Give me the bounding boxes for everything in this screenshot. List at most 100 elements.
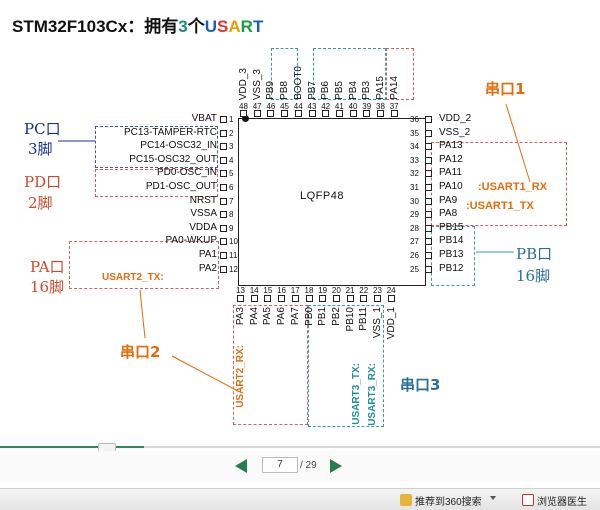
right-pin-label: PB13 xyxy=(439,249,464,260)
left-pin-label: VDDA xyxy=(189,221,217,233)
left-pin-number: 8 xyxy=(229,210,234,220)
top-pin-box xyxy=(308,110,316,117)
left-pin-number: 10 xyxy=(229,237,238,247)
usart2-rx-label: USART2_RX: xyxy=(235,345,246,408)
top-pin-box xyxy=(267,110,275,117)
left-pin-box xyxy=(220,184,227,191)
top-pin-label: PB7 xyxy=(306,81,318,100)
bottom-pin-box xyxy=(332,295,340,302)
left-pin-number: 7 xyxy=(229,196,234,206)
top-pin-box xyxy=(240,110,247,117)
top-pin-label: PB4 xyxy=(347,81,359,100)
bottom-pin-label: PA7 xyxy=(289,307,301,326)
bottom-pin-number: 20 xyxy=(331,286,341,295)
slide-canvas: STM32F103Cx：拥有3个USART LQFP48 PC口 3脚 PD口 … xyxy=(12,17,567,427)
left-pin-box xyxy=(220,211,227,219)
bottom-pin-label: VSS_1 xyxy=(372,307,383,339)
bottom-pin-box xyxy=(291,295,299,302)
top-pin-label: PB9 xyxy=(265,81,277,100)
serial3-label: 串口3 xyxy=(400,376,441,394)
bottom-pin-box xyxy=(278,295,286,302)
top-pin-label: VSS_3 xyxy=(251,68,263,100)
left-pin-box xyxy=(220,156,227,164)
pb-top-right-group-box xyxy=(313,48,386,100)
chip-package-label: LQFP48 xyxy=(300,190,344,202)
right-pin-box xyxy=(425,252,432,259)
pb-pin-count: 16脚 xyxy=(516,267,551,285)
left-pin-box xyxy=(220,238,227,246)
left-pin-number: 12 xyxy=(229,264,238,274)
chevron-down-icon[interactable] xyxy=(490,496,496,500)
bottom-pin-label: PB10 xyxy=(344,307,356,332)
bottom-pin-number: 18 xyxy=(304,286,314,295)
bottom-pin-box xyxy=(250,295,258,302)
thumbs-up-icon xyxy=(400,494,412,506)
top-pin-number: 39 xyxy=(362,102,372,111)
progress-fill xyxy=(0,446,144,448)
slide-title: STM32F103Cx：拥有3个USART xyxy=(12,17,264,36)
left-pin-number: 1 xyxy=(229,115,234,124)
bottom-pin-number: 14 xyxy=(249,286,259,295)
pd-group-box xyxy=(95,169,218,197)
top-pin-label: PB5 xyxy=(333,81,345,100)
right-pin-label: PA12 xyxy=(439,153,463,165)
bottom-pin-label: PB1 xyxy=(317,307,329,326)
bottom-pin-label: PA4 xyxy=(248,307,260,326)
page-navigation: 7 / 29 xyxy=(0,451,600,481)
top-pin-box xyxy=(253,110,261,117)
right-pin-number: 34 xyxy=(410,142,419,152)
bottom-pin-label: PB0 xyxy=(303,307,315,326)
prev-page-arrow-icon[interactable] xyxy=(235,459,247,473)
left-pin-label: PD1-OSC_OUT xyxy=(145,181,217,192)
bottom-pin-number: 22 xyxy=(359,286,369,295)
top-pin-box xyxy=(294,110,302,117)
right-pin-number: 35 xyxy=(410,128,419,138)
top-pin-number: 43 xyxy=(307,102,317,111)
right-pin-label: PB14 xyxy=(439,235,464,247)
left-pin-number: 5 xyxy=(229,169,234,179)
bottom-pin-number: 23 xyxy=(373,286,382,295)
bottom-pin-label: PB2 xyxy=(330,307,342,326)
left-pin-label: PD0-OSC_IN xyxy=(156,167,217,179)
top-pin-number: 47 xyxy=(252,102,262,111)
pa-port-label: PA口 xyxy=(30,258,65,276)
right-pin-number: 26 xyxy=(410,251,419,260)
right-pin-label: PA9 xyxy=(439,194,458,206)
browser-doctor-link[interactable]: 浏览器医生 xyxy=(537,497,587,508)
top-pin-label: PB3 xyxy=(361,81,373,100)
bottom-pin-label: PA5 xyxy=(262,307,274,326)
right-pin-label: VDD_2 xyxy=(439,113,472,124)
right-pin-box xyxy=(425,143,432,151)
bottom-pin-label: PA3 xyxy=(235,307,246,326)
left-pin-box xyxy=(220,116,227,123)
right-pin-number: 29 xyxy=(410,210,419,220)
right-pin-box xyxy=(425,265,432,273)
page-number-input[interactable]: 7 xyxy=(262,457,298,473)
left-pin-label: PC15-OSC32_OUT xyxy=(129,153,217,165)
left-pin-label: VSSA xyxy=(190,208,217,220)
top-pin-number: 44 xyxy=(293,102,303,111)
top-pin-number: 42 xyxy=(321,102,331,111)
usart1-tx-label: :USART1_TX xyxy=(466,200,534,212)
next-page-arrow-icon[interactable] xyxy=(330,459,342,473)
left-pin-number: 9 xyxy=(229,223,234,233)
recommend-360-search-link[interactable]: 推荐到360搜索 xyxy=(415,497,482,508)
pd-pin-count: 2脚 xyxy=(28,194,53,212)
browser-status-bar: 推荐到360搜索 浏览器医生 xyxy=(0,488,600,510)
pb-bottom-group-box xyxy=(308,305,384,427)
document-progress-bar[interactable] xyxy=(0,443,600,453)
top-pin-label: BOOT0 xyxy=(292,66,304,100)
chip-body xyxy=(238,118,426,286)
bottom-pin-box xyxy=(374,295,381,302)
top-pin-box xyxy=(281,110,289,117)
bottom-pin-number: 15 xyxy=(263,286,273,295)
top-pin-number: 38 xyxy=(376,102,385,111)
pa-bottom-group-box xyxy=(233,305,308,425)
usart1-rx-label: :USART1_RX xyxy=(478,181,548,193)
right-pin-box xyxy=(425,224,432,232)
bottom-pin-box xyxy=(387,295,395,302)
right-pin-number: 27 xyxy=(410,237,419,247)
pd-port-label: PD口 xyxy=(24,173,62,191)
browser-doctor-icon xyxy=(522,494,534,506)
right-pin-number: 33 xyxy=(410,155,419,165)
